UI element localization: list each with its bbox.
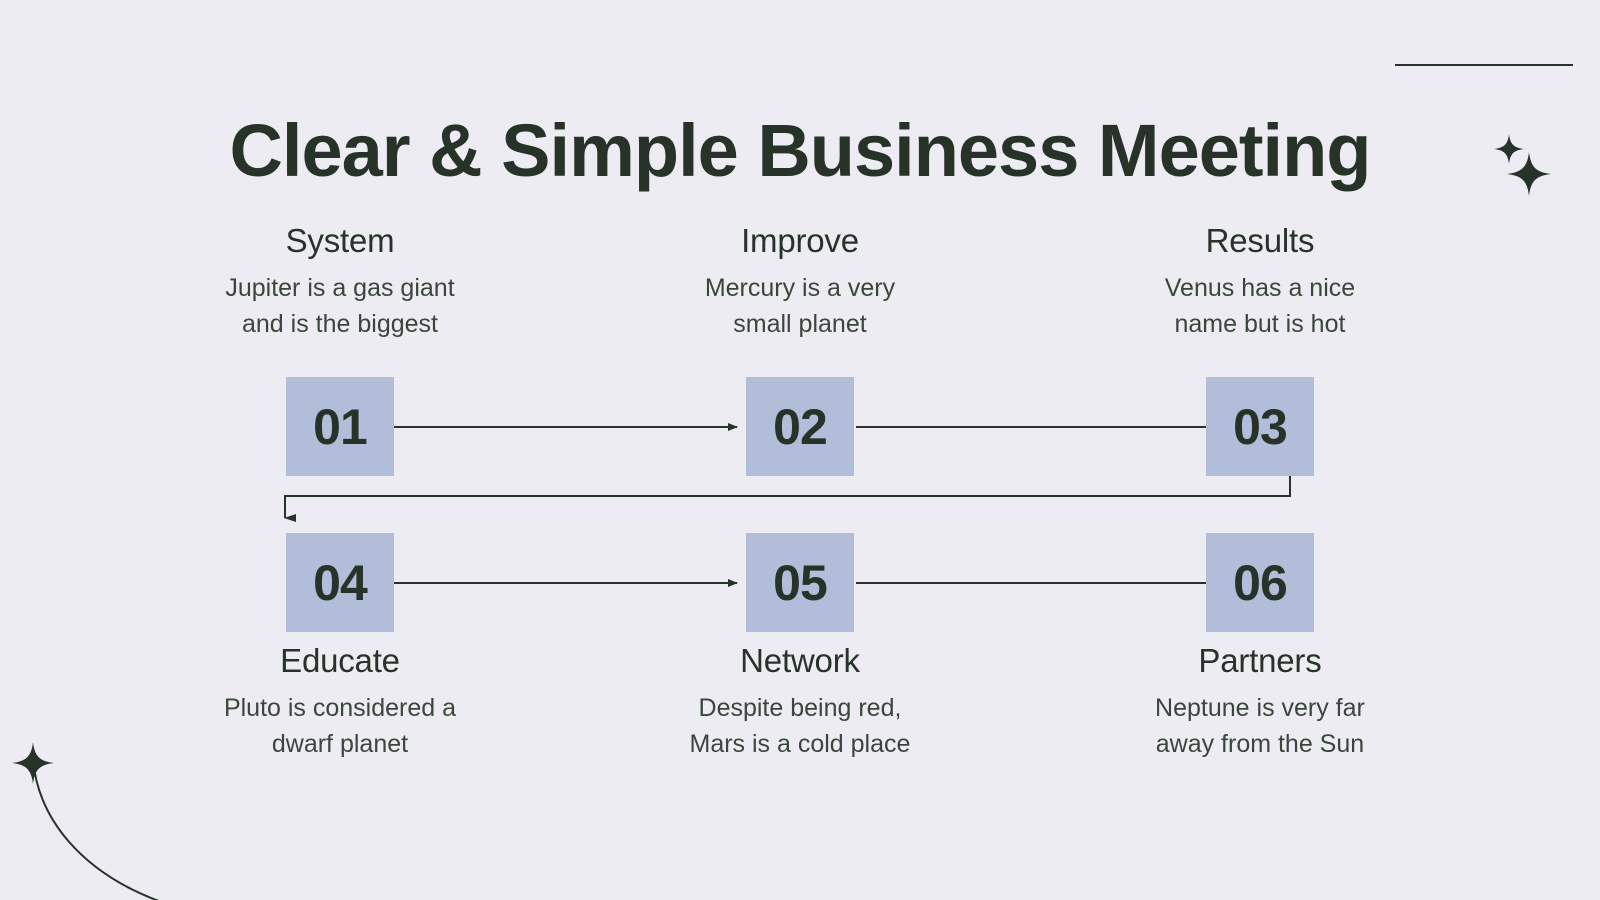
box-cell-03: 03 <box>1030 377 1490 476</box>
step-desc-02: Mercury is a very small planet <box>704 273 896 339</box>
connector-03-04 <box>284 476 1291 522</box>
bottom-row-labels: Educate Pluto is considered a dwarf plan… <box>110 642 1490 762</box>
box-cell-01: 01 <box>110 377 570 476</box>
sparkle-icon-small <box>1494 134 1524 164</box>
number-box-01[interactable]: 01 <box>285 377 394 476</box>
top-row-labels: System Jupiter is a gas giant and is the… <box>110 222 1490 342</box>
number-box-03[interactable]: 03 <box>1205 377 1314 476</box>
step-desc-05: Despite being red, Mars is a cold place <box>689 693 911 759</box>
step-desc-04: Pluto is considered a dwarf planet <box>223 693 457 759</box>
sparkle-icon-bottom-left <box>12 742 54 784</box>
step-block-05: Network Despite being red, Mars is a col… <box>570 642 1030 762</box>
step-title-01: System <box>285 222 395 259</box>
step-title-05: Network <box>740 642 860 679</box>
number-boxes-row-bottom: 04 05 06 <box>110 533 1490 632</box>
step-block-01: System Jupiter is a gas giant and is the… <box>110 222 570 342</box>
number-box-02[interactable]: 02 <box>745 377 854 476</box>
step-title-02: Improve <box>741 222 859 259</box>
step-desc-03: Venus has a nice name but is hot <box>1164 273 1356 339</box>
step-block-04: Educate Pluto is considered a dwarf plan… <box>110 642 570 762</box>
top-right-rule <box>1395 64 1573 66</box>
box-cell-06: 06 <box>1030 533 1490 632</box>
step-desc-06: Neptune is very far away from the Sun <box>1155 693 1365 759</box>
box-cell-02: 02 <box>570 377 1030 476</box>
step-block-06: Partners Neptune is very far away from t… <box>1030 642 1490 762</box>
step-title-03: Results <box>1205 222 1315 259</box>
step-block-03: Results Venus has a nice name but is hot <box>1030 222 1490 342</box>
step-desc-01: Jupiter is a gas giant and is the bigges… <box>225 273 455 339</box>
step-title-06: Partners <box>1198 642 1322 679</box>
sparkle-icon-large <box>1507 152 1551 196</box>
number-box-05[interactable]: 05 <box>745 533 854 632</box>
box-cell-04: 04 <box>110 533 570 632</box>
step-title-04: Educate <box>280 642 400 679</box>
page-title: Clear & Simple Business Meeting <box>229 109 1371 192</box>
number-box-04[interactable]: 04 <box>285 533 394 632</box>
step-block-02: Improve Mercury is a very small planet <box>570 222 1030 342</box>
box-cell-05: 05 <box>570 533 1030 632</box>
number-boxes-row-top: 01 02 03 <box>110 377 1490 476</box>
number-box-06[interactable]: 06 <box>1205 533 1314 632</box>
